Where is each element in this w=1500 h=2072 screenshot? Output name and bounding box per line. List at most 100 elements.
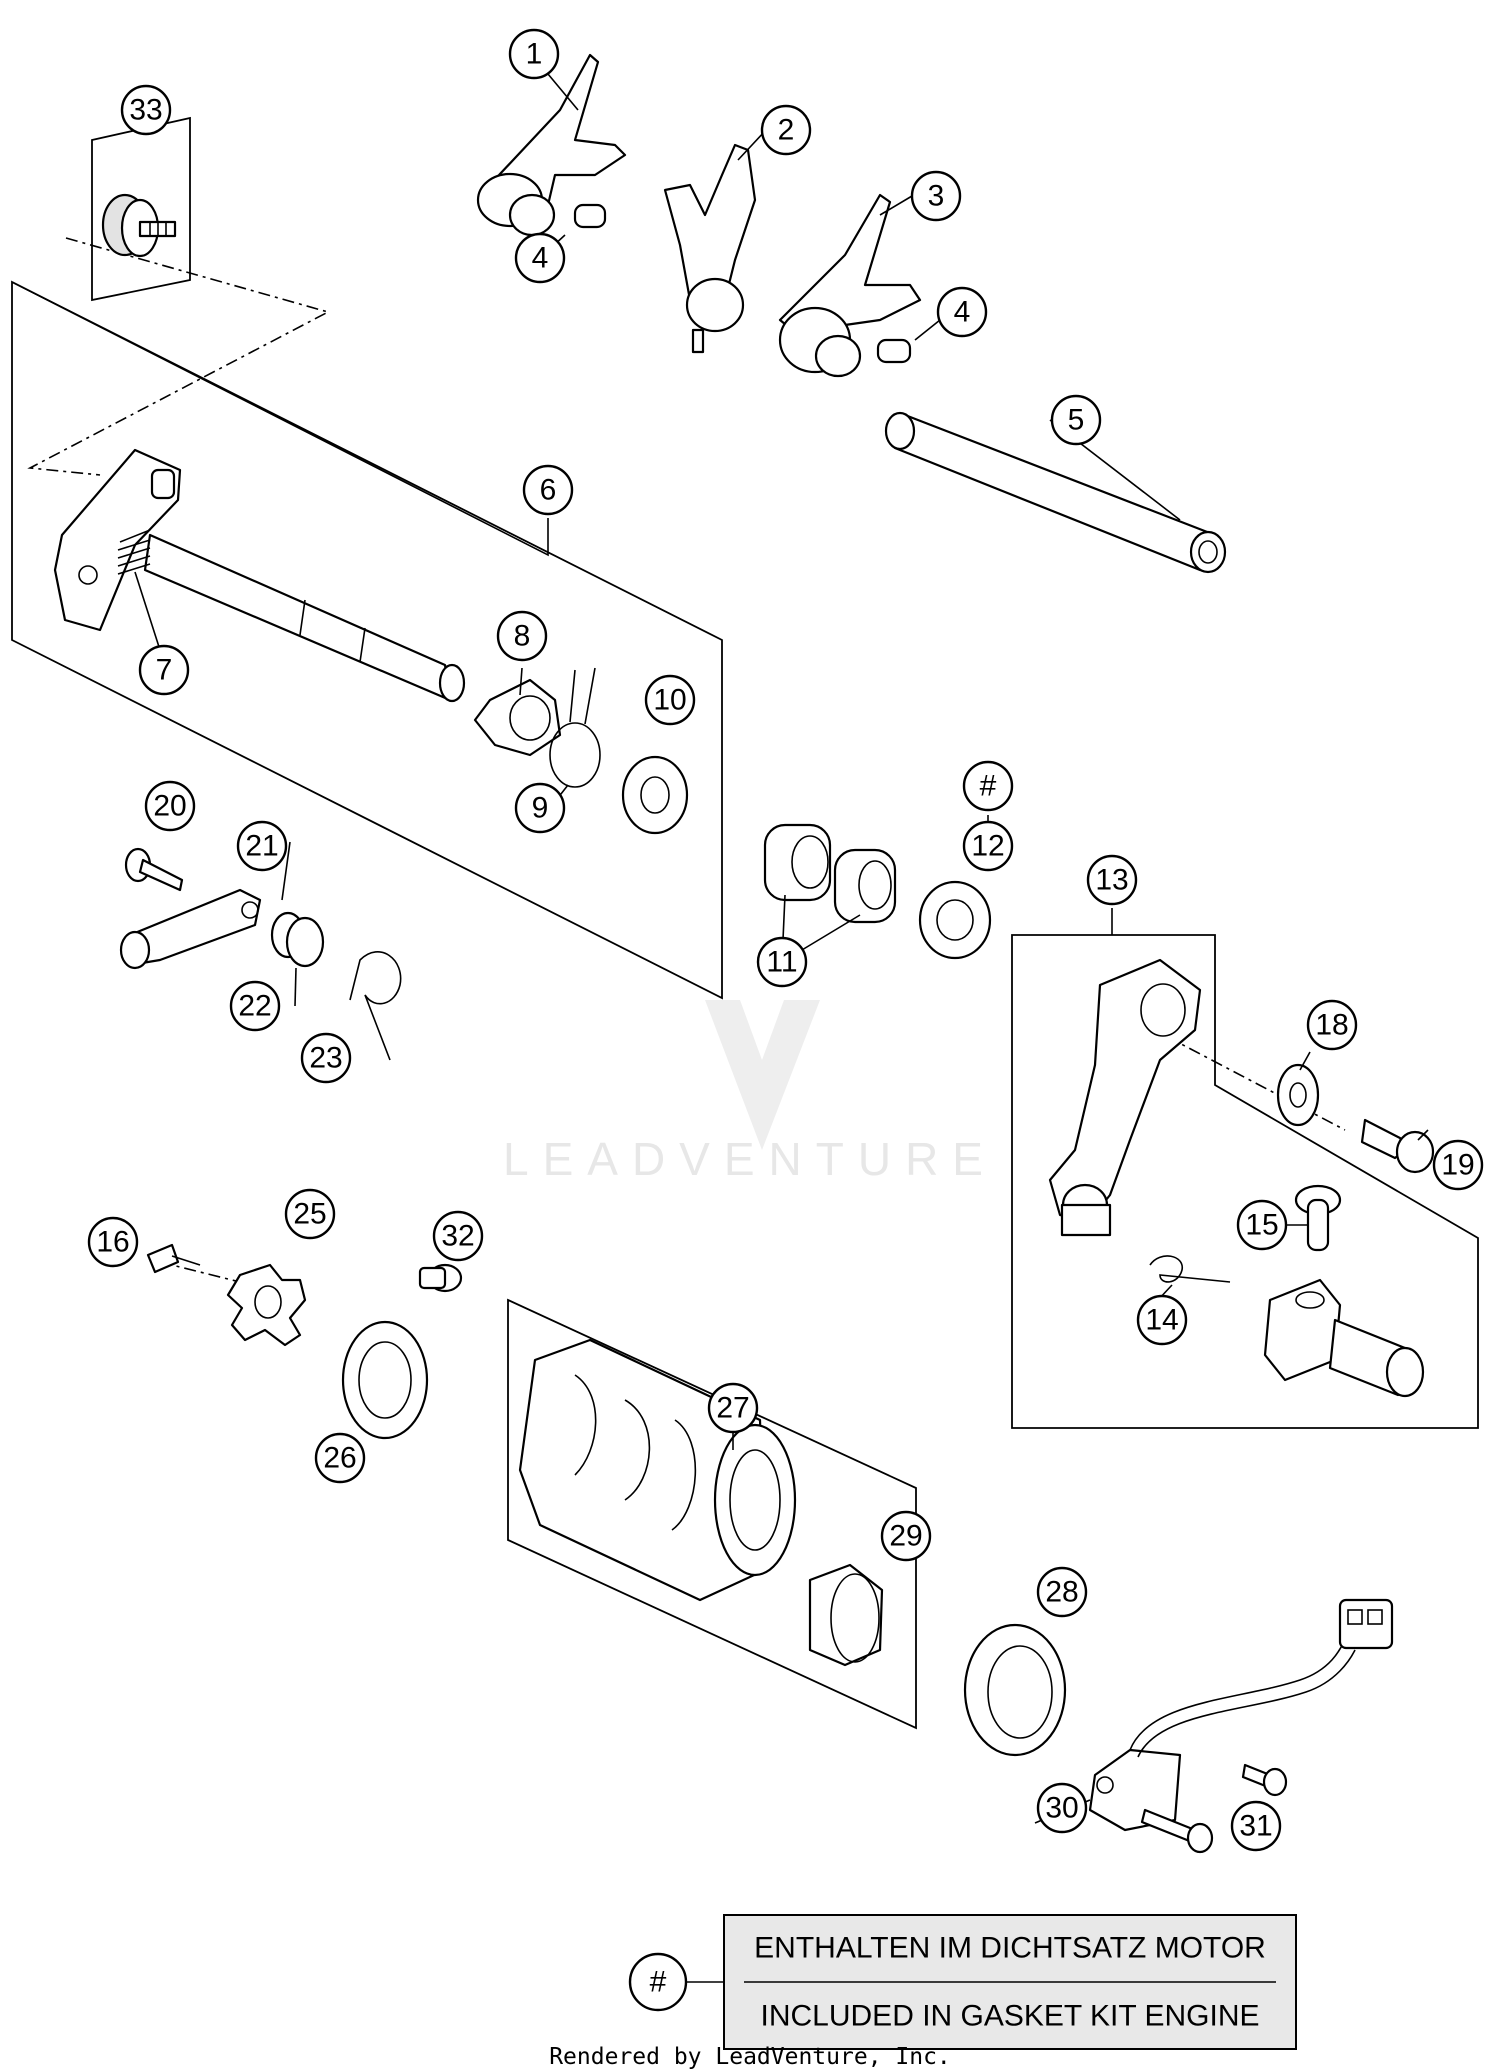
legend-symbol: # <box>628 1952 688 2012</box>
callout-18-label: 18 <box>1315 1009 1348 1042</box>
callout-19-label: 19 <box>1441 1149 1474 1182</box>
callout-28[interactable]: 28 <box>1036 1566 1088 1618</box>
callout-16-label: 16 <box>96 1226 129 1259</box>
part-15-pin <box>1294 1184 1342 1252</box>
callout-32-label: 32 <box>441 1220 474 1253</box>
shift-shaft-frame <box>11 280 723 1000</box>
part-33-bolt-assembly <box>101 193 177 258</box>
callout-23-label: 23 <box>309 1042 342 1075</box>
callout-27[interactable]: 27 <box>707 1382 759 1434</box>
part-9-spring <box>549 667 601 788</box>
part-5-fork-rod <box>884 411 1227 574</box>
callout-2-label: 2 <box>778 114 795 147</box>
callout-26-label: 26 <box>323 1442 356 1475</box>
callout-29-label: 29 <box>889 1520 922 1553</box>
callout-30-label: 30 <box>1045 1792 1078 1825</box>
part-3-shift-fork <box>778 193 922 378</box>
callout-15[interactable]: 15 <box>1236 1199 1288 1251</box>
callout-3[interactable]: 3 <box>910 170 962 222</box>
part-11-needle-bearing-b <box>833 848 897 924</box>
callout-12-label: 12 <box>971 830 1004 863</box>
part-rod-end <box>1263 1278 1425 1398</box>
watermark-text: LEADVENTURE <box>503 1133 997 1185</box>
part-19-bolt <box>1360 1118 1435 1174</box>
part-26-seal <box>341 1320 429 1440</box>
callout-3-label: 3 <box>928 180 945 213</box>
callout-4a[interactable]: 4 <box>514 232 566 284</box>
callout-31[interactable]: 31 <box>1230 1800 1282 1852</box>
part-4b-roller <box>876 338 912 364</box>
watermark: LEADVENTURE <box>503 1000 997 1185</box>
callout-26[interactable]: 26 <box>314 1432 366 1484</box>
callout-30[interactable]: 30 <box>1036 1782 1088 1834</box>
callout-22[interactable]: 22 <box>229 980 281 1032</box>
callout-29[interactable]: 29 <box>880 1510 932 1562</box>
part-25-shift-star <box>226 1263 307 1347</box>
callout-16[interactable]: 16 <box>87 1216 139 1268</box>
callout-22-label: 22 <box>238 990 271 1023</box>
axis-line-16 <box>159 1261 241 1283</box>
part-22-bushing <box>270 911 325 968</box>
legend: # ENTHALTEN IM DICHTSATZ MOTOR INCLUDED … <box>628 1914 1297 2050</box>
callout-28-label: 28 <box>1045 1576 1078 1609</box>
legend-line-de: ENTHALTEN IM DICHTSATZ MOTOR <box>754 1932 1266 1965</box>
part-13-shift-lever <box>1048 958 1202 1237</box>
part-27-shift-drum <box>518 1338 797 1602</box>
callout-11[interactable]: 11 <box>756 936 808 988</box>
callout-19[interactable]: 19 <box>1432 1139 1484 1191</box>
footer-credit: Rendered by LeadVenture, Inc. <box>549 2044 951 2070</box>
part-30-gear-sensor <box>1088 1598 1394 1832</box>
callout-6-label: 6 <box>540 474 557 507</box>
legend-line-en: INCLUDED IN GASKET KIT ENGINE <box>761 2000 1260 2033</box>
legend-symbol-label: # <box>650 1966 667 1999</box>
callout-1[interactable]: 1 <box>508 28 560 80</box>
callout-9[interactable]: 9 <box>514 782 566 834</box>
callout-4b[interactable]: 4 <box>936 286 988 338</box>
callout-7[interactable]: 7 <box>138 644 190 696</box>
shift-lever-frame <box>1011 934 1479 1429</box>
callout-6[interactable]: 6 <box>522 464 574 516</box>
part-23-spring <box>349 951 402 1061</box>
part-30-screw <box>1140 1808 1214 1854</box>
callout-8[interactable]: 8 <box>496 610 548 662</box>
callout-13[interactable]: 13 <box>1086 854 1138 906</box>
part-7-spring <box>117 529 151 575</box>
callout-2[interactable]: 2 <box>760 104 812 156</box>
part-29-cap <box>808 1563 884 1667</box>
callout-4b-label: 4 <box>954 296 971 329</box>
callout-12[interactable]: 12 <box>962 820 1014 872</box>
part-1-shift-fork <box>476 53 627 237</box>
callout-20[interactable]: 20 <box>144 780 196 832</box>
callout-13-label: 13 <box>1095 864 1128 897</box>
callout-14[interactable]: 14 <box>1136 1294 1188 1346</box>
callout-15-label: 15 <box>1245 1209 1278 1242</box>
callout-33[interactable]: 33 <box>120 84 172 136</box>
part-20-pin <box>124 847 184 892</box>
callout-14-label: 14 <box>1145 1304 1178 1337</box>
callout-18[interactable]: 18 <box>1306 999 1358 1051</box>
callout-12-hash[interactable]: # <box>962 760 1014 812</box>
part-18-serrated-washer <box>1276 1063 1320 1127</box>
watermark-logo <box>705 1000 820 1150</box>
callout-25[interactable]: 25 <box>284 1188 336 1240</box>
callout-11-label: 11 <box>766 946 797 979</box>
callout-23[interactable]: 23 <box>300 1032 352 1084</box>
part-2-shift-fork <box>663 143 757 354</box>
callout-5[interactable]: 5 <box>1050 394 1102 446</box>
callout-8-label: 8 <box>514 620 531 653</box>
part-21-lever <box>119 888 262 970</box>
part-6-shift-shaft <box>53 448 466 703</box>
part-12-seal <box>918 880 992 960</box>
callout-27-label: 27 <box>716 1392 749 1425</box>
part-28-ring <box>963 1623 1067 1757</box>
callout-21-label: 21 <box>245 830 278 863</box>
callout-10[interactable]: 10 <box>644 674 696 726</box>
callout-32[interactable]: 32 <box>432 1210 484 1262</box>
callout-7-label: 7 <box>156 654 173 687</box>
callout-21[interactable]: 21 <box>236 820 288 872</box>
callout-25-label: 25 <box>293 1198 326 1231</box>
part-11-needle-bearing-a <box>763 823 832 902</box>
part-31-screw <box>1241 1763 1288 1797</box>
callout-10-label: 10 <box>653 684 686 717</box>
